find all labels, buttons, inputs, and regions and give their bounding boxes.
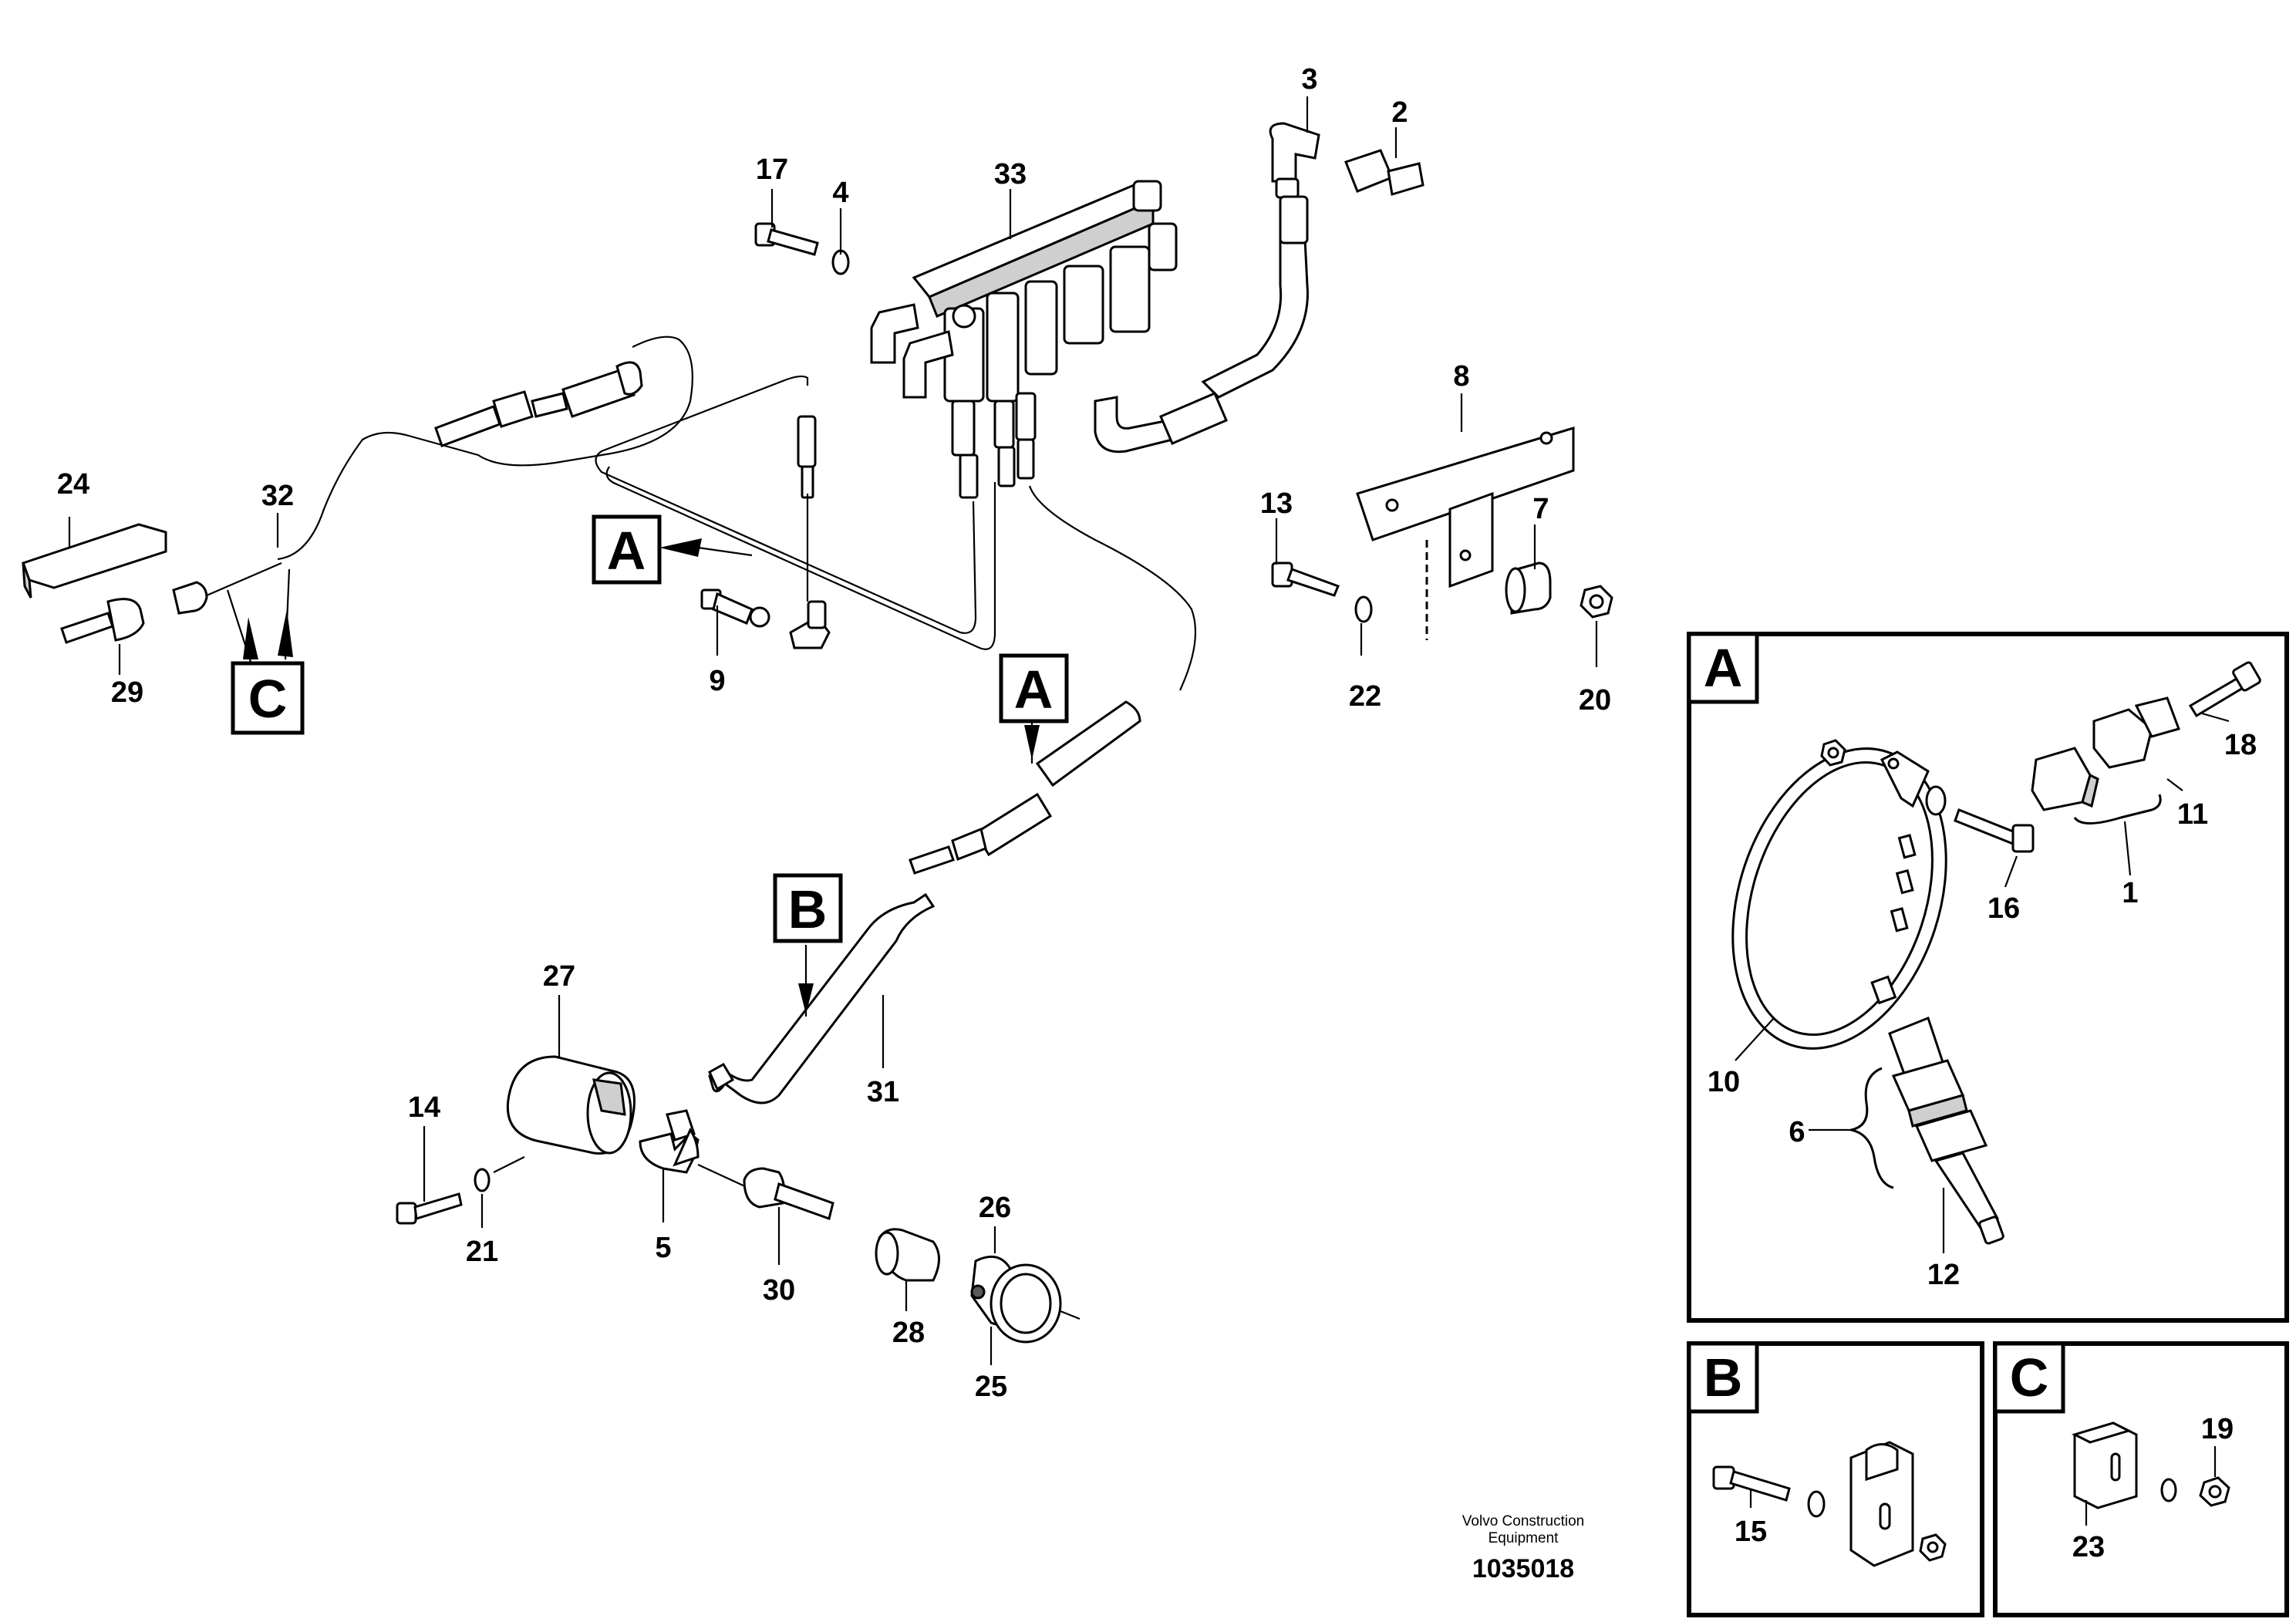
svg-text:A: A	[1014, 659, 1054, 720]
callout-2: 2	[1391, 96, 1408, 129]
fitting-30	[743, 1167, 834, 1220]
callout-21: 21	[466, 1236, 498, 1268]
screw-17	[754, 222, 819, 256]
threaded-plug-28	[875, 1228, 940, 1282]
callout-16: 16	[1988, 892, 2020, 925]
callout-32: 32	[261, 480, 294, 512]
mounting-bracket	[1356, 426, 1575, 640]
callout-8: 8	[1453, 360, 1469, 393]
lube-line-to-31	[1028, 485, 1197, 691]
callout-7: 7	[1532, 493, 1549, 525]
hose-assembly-31	[909, 700, 1141, 875]
washer-22	[1354, 595, 1373, 623]
tube-31	[708, 892, 936, 1104]
short-hose-elbow	[1094, 396, 1174, 454]
ref-box-c: C	[231, 661, 305, 735]
callout-5: 5	[655, 1232, 671, 1264]
leader-lines	[68, 96, 1598, 1365]
ref-box-a-2: A	[999, 653, 1069, 723]
washer-21	[474, 1168, 491, 1192]
hose-fitting-upper-left	[434, 361, 643, 447]
callout-13: 13	[1260, 487, 1293, 520]
elbow-adapter	[807, 600, 827, 629]
connector-sleeve-32	[172, 581, 208, 615]
callout-26: 26	[979, 1192, 1011, 1224]
footer-credit: Volvo Construction Equipment 1035018	[1462, 1513, 1584, 1583]
callout-6: 6	[1789, 1116, 1805, 1148]
leader-5-30	[697, 1164, 749, 1189]
screw-14	[396, 1192, 463, 1225]
callout-24: 24	[57, 468, 89, 501]
screw-13	[1271, 561, 1340, 597]
hose-32-stub	[206, 561, 282, 597]
lube-line-upper-loop	[595, 375, 977, 634]
leader-26	[1060, 1310, 1081, 1320]
ref-box-a-1: A	[592, 514, 662, 585]
callout-3: 3	[1301, 63, 1317, 96]
callout-11: 11	[2177, 798, 2208, 831]
callout-31: 31	[867, 1076, 899, 1108]
svg-text:C: C	[248, 669, 288, 729]
inline-fitting	[797, 415, 817, 468]
spacer-7	[1505, 561, 1552, 615]
callout-23: 23	[2072, 1531, 2105, 1563]
fitting-29	[60, 598, 145, 644]
callout-20: 20	[1579, 684, 1611, 717]
credit-line-2: Equipment	[1489, 1530, 1559, 1546]
callout-29: 29	[111, 676, 143, 709]
callout-19: 19	[2201, 1413, 2234, 1445]
callout-17: 17	[756, 153, 788, 186]
detail-panel-c: C 19 23	[1993, 1341, 2289, 1617]
svg-text:A: A	[607, 521, 646, 581]
leader-21-27	[493, 1156, 525, 1173]
callout-numbers: 3 2 17 4 33 8 7 13 22 20 9 24 32 29 27 1…	[57, 63, 1611, 1403]
cover-plate-24	[22, 523, 167, 599]
hose-connector	[1159, 392, 1228, 445]
hose-end-fitting	[1279, 195, 1309, 244]
hose-to-manifold	[1201, 207, 1309, 399]
lubrication-manifold	[870, 180, 1178, 499]
callout-30: 30	[763, 1274, 795, 1307]
callout-33: 33	[994, 158, 1027, 191]
svg-text:A: A	[1704, 638, 1743, 698]
svg-text:C: C	[2010, 1347, 2049, 1408]
document-number: 1035018	[1472, 1554, 1574, 1583]
elbow-fitting-3	[1269, 122, 1320, 199]
lube-line-inner-loop	[605, 466, 996, 650]
connector-9	[700, 588, 770, 628]
nut-20	[1580, 585, 1613, 619]
callout-10: 10	[1708, 1066, 1740, 1098]
adapter-fitting-2	[1344, 149, 1424, 196]
callout-1: 1	[2122, 877, 2138, 909]
callout-27: 27	[543, 960, 575, 993]
credit-line-1: Volvo Construction	[1462, 1513, 1584, 1529]
callout-15: 15	[1735, 1516, 1767, 1548]
detail-panel-b: B 15	[1687, 1341, 1984, 1617]
inline-fitting-end	[801, 465, 814, 499]
sleeve-27	[506, 1055, 636, 1155]
callout-14: 14	[408, 1091, 440, 1124]
lube-line-to-c	[277, 336, 693, 561]
ref-box-b: B	[773, 873, 843, 943]
callout-22: 22	[1349, 680, 1381, 713]
callout-25: 25	[975, 1371, 1007, 1403]
clamp-ring-26	[970, 1255, 1062, 1344]
callout-9: 9	[709, 665, 725, 697]
callout-18: 18	[2224, 729, 2257, 761]
svg-text:B: B	[788, 879, 828, 939]
callout-28: 28	[892, 1317, 925, 1349]
callout-12: 12	[1927, 1259, 1960, 1291]
detail-panel-a: A	[1687, 632, 2289, 1323]
elbow-fitting-5	[639, 1109, 700, 1174]
callout-4: 4	[832, 177, 848, 209]
svg-text:B: B	[1704, 1347, 1743, 1408]
